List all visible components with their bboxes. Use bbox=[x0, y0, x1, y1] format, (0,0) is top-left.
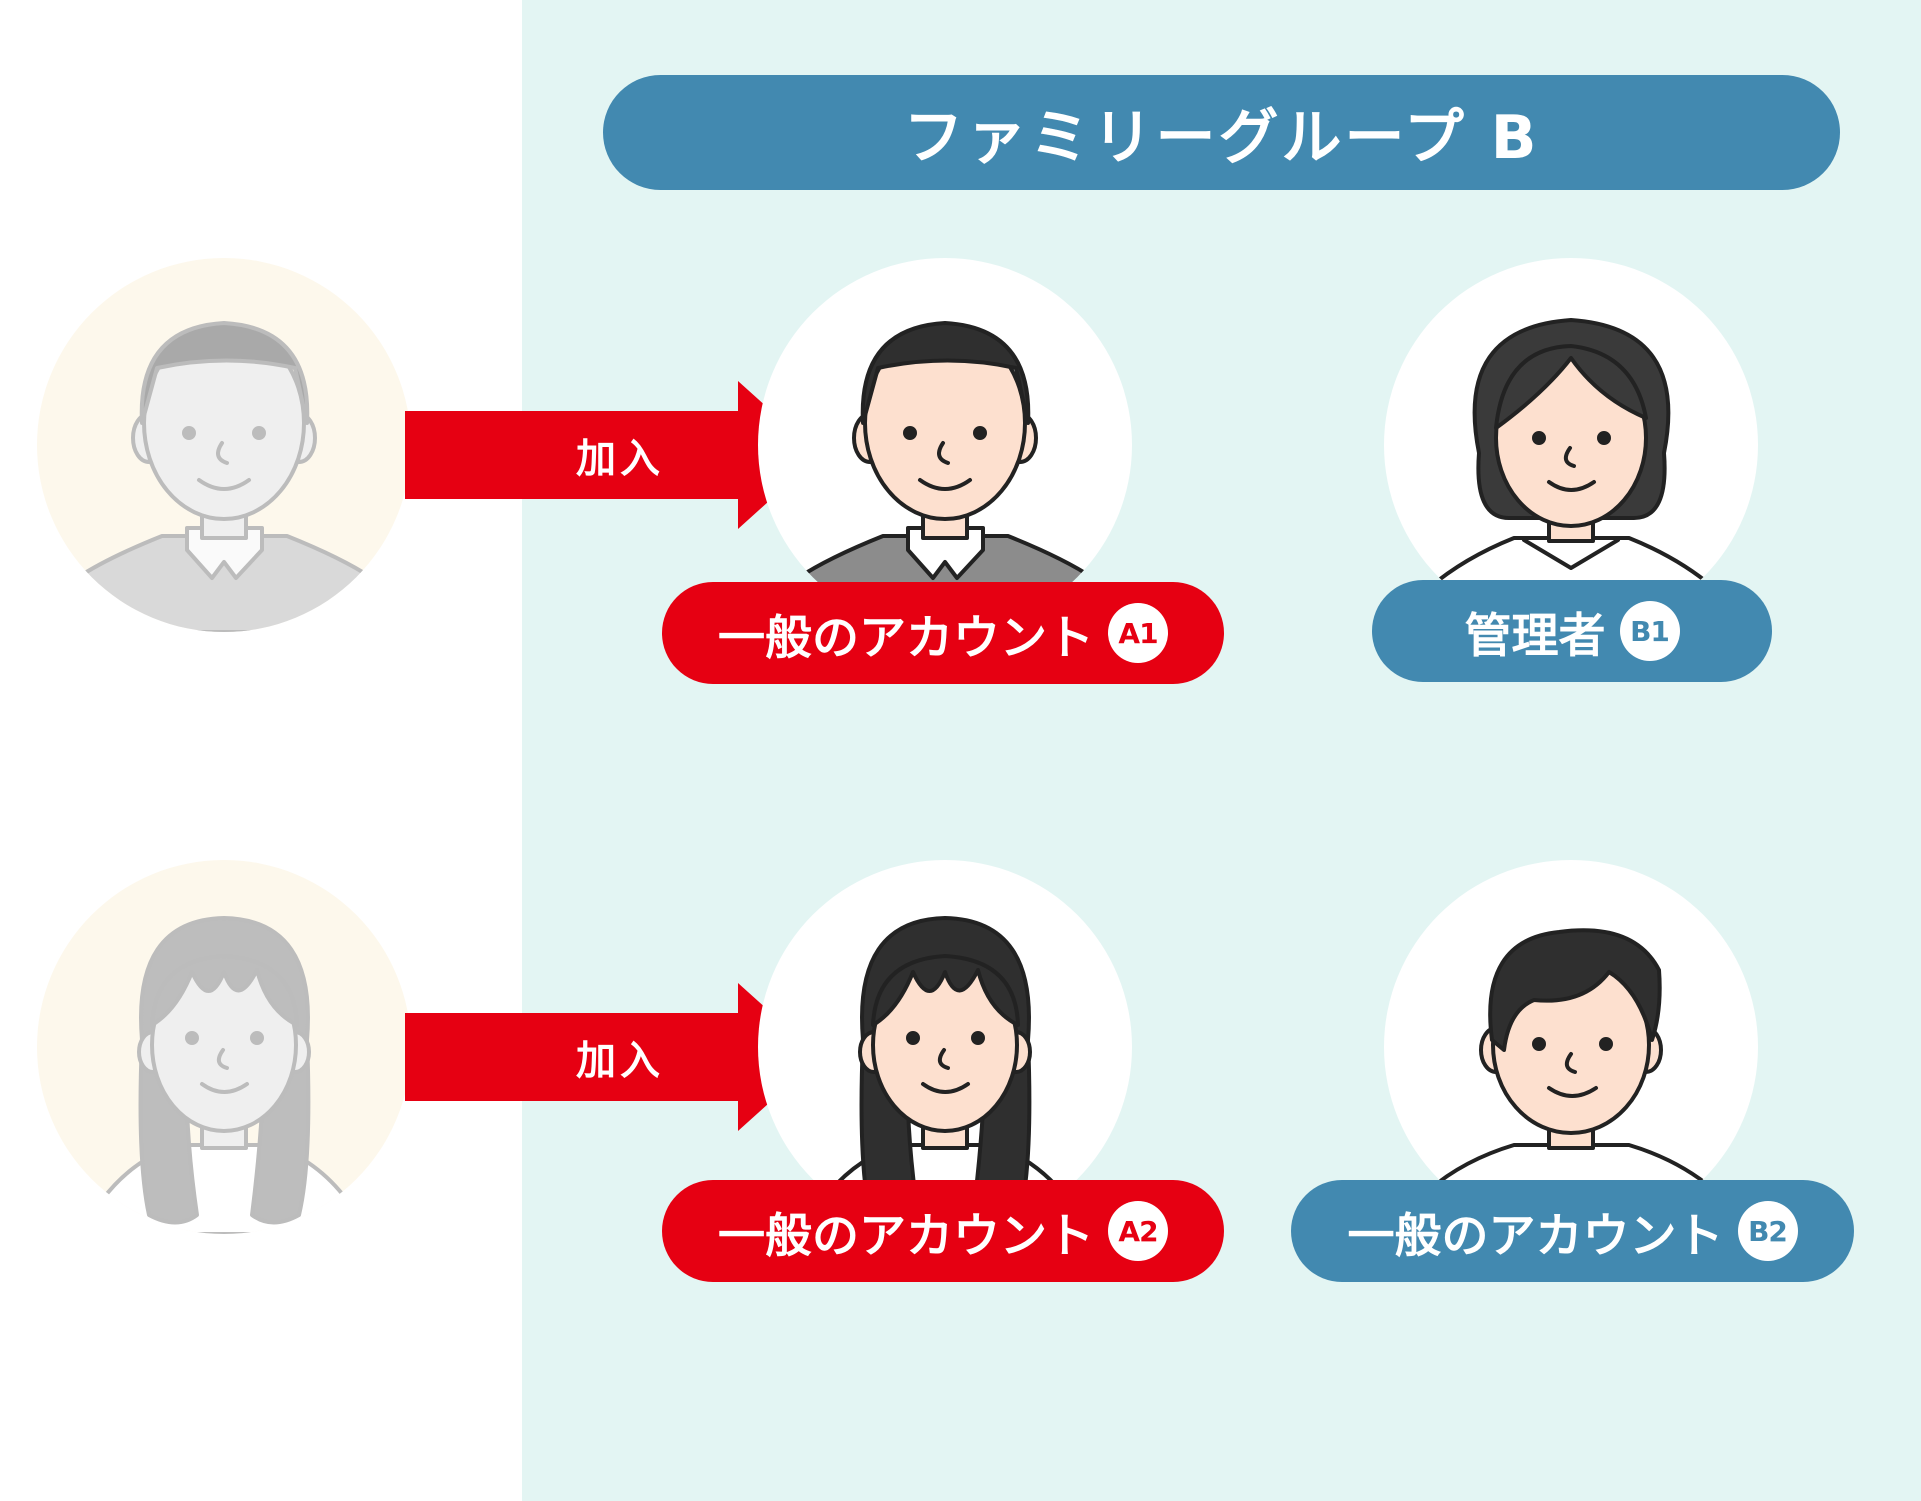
member-role: 一般のアカウント bbox=[1347, 1208, 1724, 1264]
join-arrow-2: 加入 bbox=[405, 983, 825, 1131]
joining-man-avatar bbox=[37, 258, 411, 632]
woman-icon bbox=[821, 916, 1070, 1234]
man-icon bbox=[75, 321, 374, 632]
group-title: ファミリーグループ B bbox=[603, 75, 1840, 190]
member-a2-avatar bbox=[758, 860, 1132, 1234]
member-a1-avatar bbox=[758, 258, 1132, 632]
right-arrow-icon bbox=[405, 983, 820, 1131]
right-arrow-icon bbox=[405, 381, 820, 529]
member-b1-avatar bbox=[1384, 258, 1758, 632]
member-b2-avatar bbox=[1384, 860, 1758, 1234]
joining-woman-avatar bbox=[37, 860, 411, 1234]
join-label: 加入 bbox=[576, 436, 664, 482]
member-a2-label: 一般のアカウント A2 bbox=[662, 1180, 1224, 1282]
member-role: 管理者 bbox=[1464, 608, 1606, 664]
member-a1-label: 一般のアカウント A1 bbox=[662, 582, 1224, 684]
member-badge: B2 bbox=[1737, 1201, 1798, 1261]
member-badge: A1 bbox=[1108, 603, 1168, 663]
woman-icon bbox=[1427, 318, 1716, 632]
woman-icon bbox=[100, 916, 349, 1234]
member-b1-label: 管理者 B1 bbox=[1372, 580, 1772, 682]
join-label: 加入 bbox=[576, 1038, 664, 1084]
member-badge: A2 bbox=[1108, 1201, 1168, 1261]
member-role: 一般のアカウント bbox=[718, 1208, 1094, 1264]
boy-icon bbox=[1427, 928, 1716, 1234]
man-icon bbox=[796, 321, 1095, 632]
member-b2-label: 一般のアカウント B2 bbox=[1291, 1180, 1854, 1282]
member-role: 一般のアカウント bbox=[718, 610, 1094, 666]
join-arrow-1: 加入 bbox=[405, 381, 825, 529]
member-badge: B1 bbox=[1619, 601, 1680, 661]
